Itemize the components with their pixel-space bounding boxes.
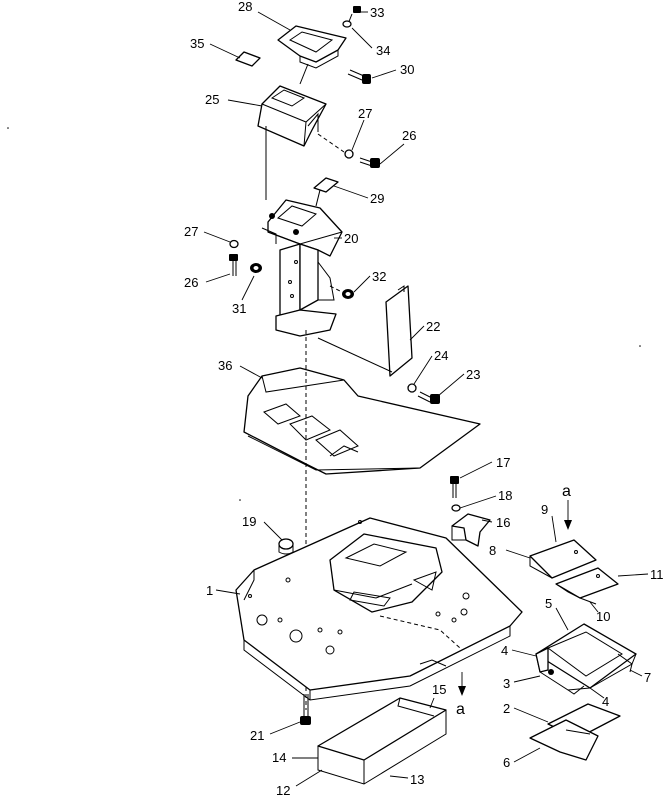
callout-16: 16 [496, 515, 510, 530]
callout-3: 3 [503, 676, 510, 691]
callout-4b: 4 [602, 694, 609, 709]
callout-20: 20 [344, 231, 358, 246]
part-27-washer-upper [317, 133, 354, 159]
callout-25: 25 [205, 92, 219, 107]
callout-14: 14 [272, 750, 286, 765]
callout-13: 13 [410, 772, 424, 787]
callout-8: 8 [489, 543, 496, 558]
part-25-cover [257, 85, 327, 200]
callout-28: 28 [238, 0, 252, 14]
callout-12: 12 [276, 783, 290, 798]
view-arrow-top-label: a [562, 483, 571, 500]
callout-30: 30 [400, 62, 414, 77]
part-10-plate [555, 583, 597, 605]
part-1-floor-frame [235, 517, 523, 701]
callout-29: 29 [370, 191, 384, 206]
view-arrow-top: a [562, 483, 572, 530]
part-26-bolt-upper [359, 157, 380, 168]
callout-6: 6 [503, 755, 510, 770]
callout-4a: 4 [501, 643, 508, 658]
part-20-lever-stand [261, 199, 343, 337]
callout-7: 7 [644, 670, 651, 685]
part-30-bolt [347, 69, 371, 84]
callout-5: 5 [545, 596, 552, 611]
part-17-bolt [450, 476, 459, 498]
part-19-cap [278, 538, 294, 555]
part-22-bracket-plate [317, 285, 413, 377]
callout-27-lower: 27 [184, 224, 198, 239]
part-13-tray [317, 697, 447, 785]
part-31-nut [250, 263, 262, 273]
part-34-washer [342, 20, 352, 28]
callout-32: 32 [372, 269, 386, 284]
callout-23: 23 [466, 367, 480, 382]
part-16-bracket [451, 513, 491, 547]
callout-18: 18 [498, 488, 512, 503]
part-11-plate [555, 567, 619, 599]
speck [239, 499, 241, 501]
part-4-box-bottom [567, 685, 585, 695]
leader-lines [203, 11, 649, 787]
part-27-washer-lower [229, 239, 239, 249]
callout-19: 19 [242, 514, 256, 529]
view-arrow-bottom: a [456, 672, 466, 718]
part-36-floor-mat [243, 367, 481, 475]
callout-33: 33 [370, 5, 384, 20]
part-5-box-cover [535, 623, 637, 691]
part-6-sheet [529, 719, 599, 761]
part-9-plate [529, 539, 597, 579]
callout-17: 17 [496, 455, 510, 470]
part-3-box-side [535, 647, 554, 675]
callout-36: 36 [218, 358, 232, 373]
callout-11: 11 [650, 567, 664, 582]
callout-labels: 28 33 34 35 30 25 27 26 29 20 27 26 31 3… [184, 0, 664, 798]
callout-15: 15 [432, 682, 446, 697]
callout-22: 22 [426, 319, 440, 334]
part-8-plate [529, 556, 553, 579]
callout-10: 10 [596, 609, 610, 624]
part-29-plate [313, 177, 339, 207]
part-18-washer [451, 504, 461, 512]
view-arrow-bottom-label: a [456, 701, 465, 718]
callout-34: 34 [376, 43, 390, 58]
part-7-flange [617, 653, 633, 673]
part-23-bolt [417, 391, 440, 404]
speck [639, 345, 641, 347]
speck [7, 127, 9, 129]
part-21-bolt [300, 694, 311, 725]
callout-26-upper: 26 [402, 128, 416, 143]
part-32-nut [329, 285, 354, 299]
callout-26-lower: 26 [184, 275, 198, 290]
callout-1: 1 [206, 583, 213, 598]
callout-27-upper: 27 [358, 106, 372, 121]
callout-21: 21 [250, 728, 264, 743]
part-24-washer [407, 383, 417, 393]
callout-31: 31 [232, 301, 246, 316]
callout-9: 9 [541, 502, 548, 517]
part-35-decal [235, 51, 261, 67]
part-26-bolt-lower [229, 254, 238, 276]
part-28-lever-handle [277, 25, 347, 85]
callout-35: 35 [190, 36, 204, 51]
callout-2: 2 [503, 701, 510, 716]
callout-24: 24 [434, 348, 448, 363]
